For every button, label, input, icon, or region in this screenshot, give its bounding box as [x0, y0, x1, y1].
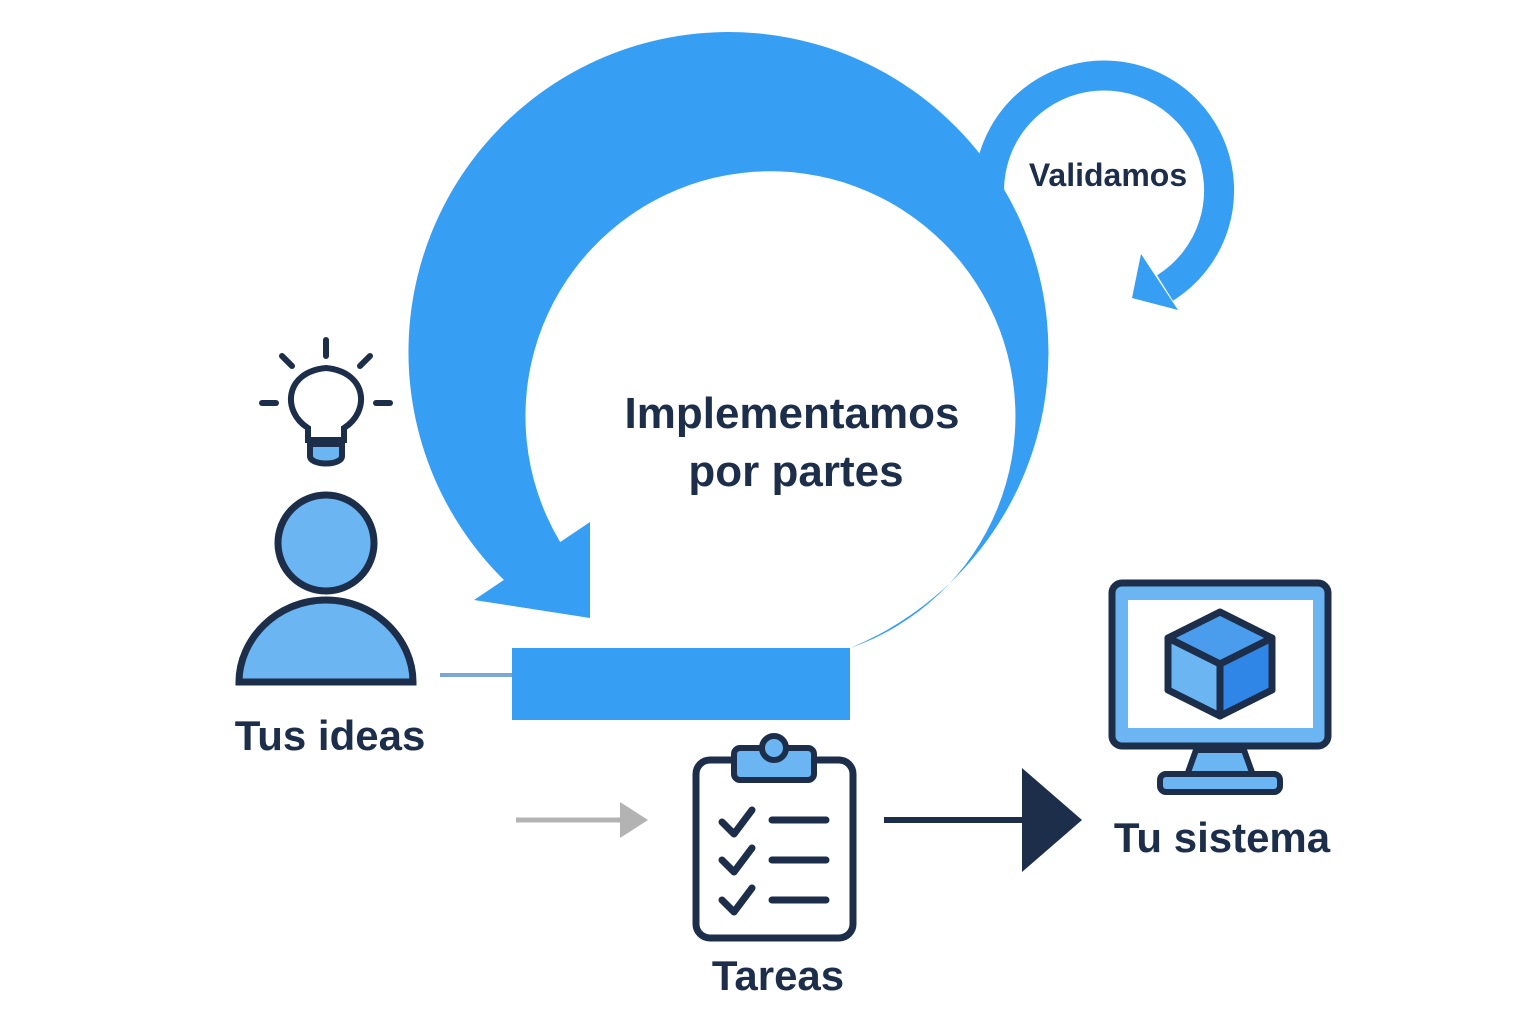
- validate-loop-arrow: [974, 60, 1235, 310]
- gray-arrow: [516, 802, 648, 838]
- ideas-label: Tus ideas: [235, 712, 426, 759]
- clipboard-checklist-icon: [692, 733, 857, 942]
- tasks-label: Tareas: [712, 952, 844, 999]
- system-node: Tu sistema: [1108, 579, 1332, 861]
- validate-label: Validamos: [1029, 157, 1187, 193]
- validate-loop-arrowhead: [1132, 254, 1178, 310]
- cycle-tail: [512, 648, 850, 720]
- lightbulb-icon: [259, 337, 393, 467]
- system-label: Tu sistema: [1114, 814, 1331, 861]
- navy-arrow: [884, 768, 1082, 872]
- implement-label-line1: Implementamos: [625, 389, 960, 438]
- implement-cycle-arrow: [408, 31, 1049, 720]
- person-icon: [235, 491, 417, 686]
- cycle-arrowhead: [474, 522, 590, 618]
- cube-icon: [1164, 608, 1276, 720]
- tasks-node: Tareas: [692, 733, 857, 999]
- implement-label-line2: por partes: [688, 447, 903, 496]
- cycle-ring: [408, 31, 1049, 649]
- validate-loop-ring: [974, 60, 1235, 301]
- ideas-node: Tus ideas: [235, 337, 426, 759]
